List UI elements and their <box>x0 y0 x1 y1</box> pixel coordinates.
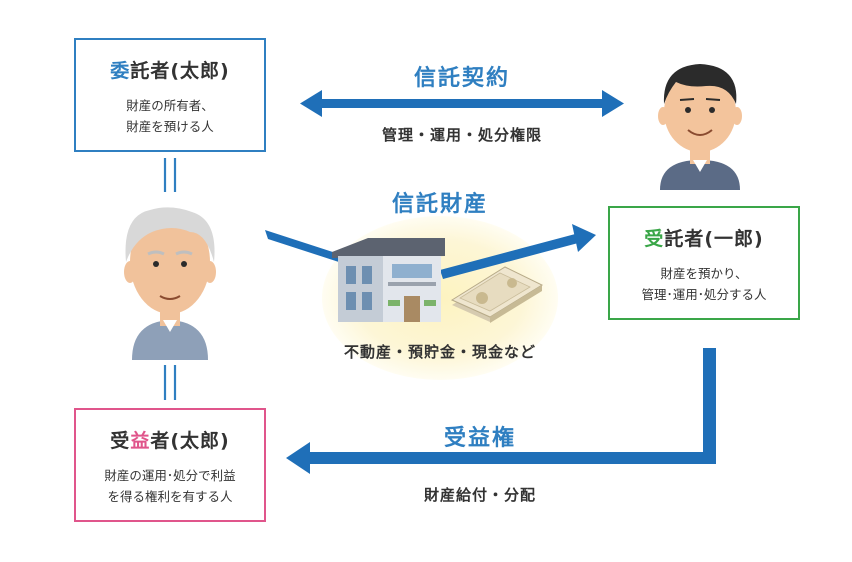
trustee-title-rest: 託者(一郎) <box>664 228 764 250</box>
elder-illustration <box>124 207 216 360</box>
property-sub: 不動産・預貯金・現金など <box>343 343 536 361</box>
benefit-label: 受益権 <box>443 426 516 451</box>
beneficiary-desc-line2: を得る権利を有する人 <box>107 489 233 504</box>
settlor-desc-line2: 財産を預ける人 <box>126 119 214 134</box>
contract-double-arrow <box>300 90 624 117</box>
beneficiary-desc-line1: 財産の運用･処分で利益 <box>104 468 236 483</box>
settlor-box: 委託者(太郎) 財産の所有者、 財産を預ける人 <box>74 38 266 152</box>
beneficiary-desc: 財産の運用･処分で利益 を得る権利を有する人 <box>76 465 264 507</box>
money-icon <box>450 266 544 323</box>
beneficiary-box: 受益者(太郎) 財産の運用･処分で利益 を得る権利を有する人 <box>74 408 266 522</box>
settlor-desc-line1: 財産の所有者、 <box>126 98 214 113</box>
property-label: 信託財産 <box>391 192 488 217</box>
trustee-title: 受託者(一郎) <box>610 224 798 251</box>
benefit-sub: 財産給付・分配 <box>423 486 536 504</box>
settlor-title-rest: 託者(太郎) <box>130 60 230 82</box>
beneficiary-title-accent: 益 <box>130 430 151 452</box>
beneficiary-title-pre: 受 <box>110 430 131 452</box>
link-lines-top <box>163 158 177 192</box>
trustee-illustration <box>658 64 742 190</box>
settlor-title: 委託者(太郎) <box>76 56 264 83</box>
benefit-arrow <box>286 348 716 474</box>
link-lines-bottom <box>163 365 177 400</box>
settlor-title-accent: 委 <box>110 60 131 82</box>
trustee-title-accent: 受 <box>644 228 665 250</box>
property-arrow <box>265 224 596 279</box>
settlor-desc: 財産の所有者、 財産を預ける人 <box>76 95 264 137</box>
beneficiary-title: 受益者(太郎) <box>76 426 264 453</box>
trustee-desc-line1: 財産を預かり、 <box>660 266 748 281</box>
trustee-desc-line2: 管理･運用･処分する人 <box>641 287 767 302</box>
house-icon <box>332 238 445 322</box>
contract-label: 信託契約 <box>413 66 510 91</box>
trustee-box: 受託者(一郎) 財産を預かり、 管理･運用･処分する人 <box>608 206 800 320</box>
contract-sub: 管理・運用・処分権限 <box>381 126 542 144</box>
beneficiary-title-rest: 者(太郎) <box>150 430 230 452</box>
trustee-desc: 財産を預かり、 管理･運用･処分する人 <box>610 263 798 305</box>
